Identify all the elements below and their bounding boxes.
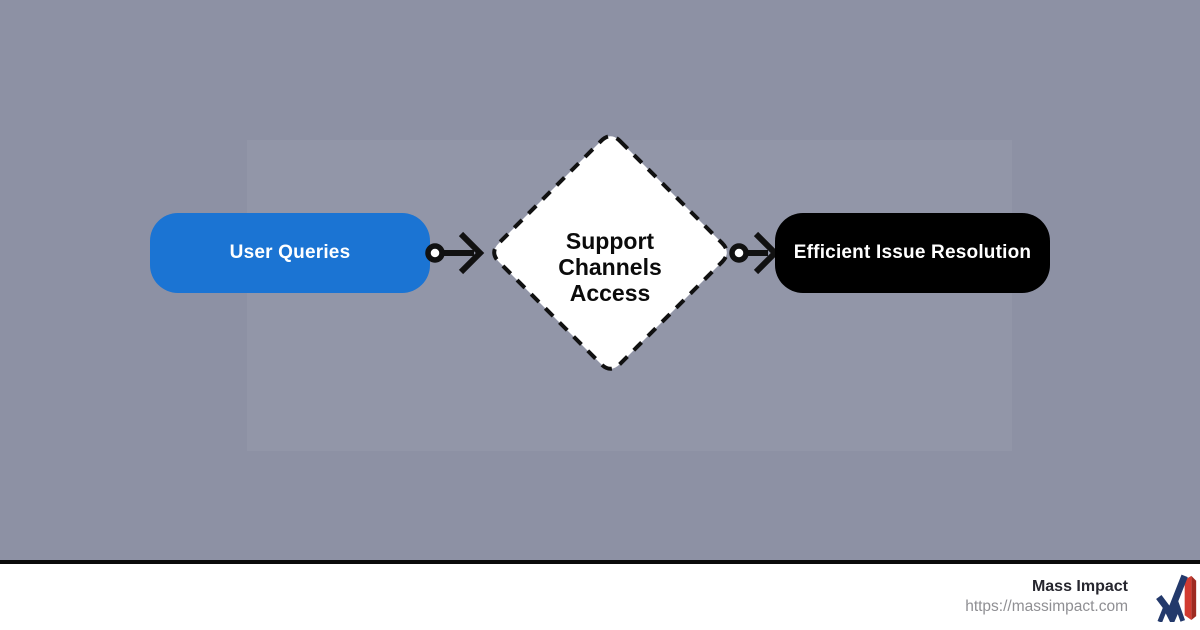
diamond-dashed-border xyxy=(492,134,729,371)
node-user-queries-label: User Queries xyxy=(229,242,351,263)
footer-text-block: Mass Impact https://massimpact.com xyxy=(965,578,1128,616)
logo-checkmark-icon xyxy=(1156,574,1188,620)
diamond-label-line-2: Channels xyxy=(558,254,662,280)
brand-url: https://massimpact.com xyxy=(965,598,1128,616)
node-efficient-issue-resolution: Efficient Issue Resolution xyxy=(775,213,1050,293)
node-user-queries: User Queries xyxy=(150,213,430,293)
logo-m-strokes xyxy=(1157,600,1186,622)
diamond-label-line-1: Support xyxy=(565,228,655,254)
node-support-channels-access: Support Channels Access xyxy=(479,122,741,384)
logo-red-bar xyxy=(1184,575,1192,620)
diamond-label-line-3: Access xyxy=(569,280,651,306)
footer: Mass Impact https://massimpact.com xyxy=(0,560,1200,630)
mass-impact-logo xyxy=(1156,574,1197,622)
brand-name: Mass Impact xyxy=(1031,577,1128,595)
diamond-shape xyxy=(492,134,729,371)
node-efficient-issue-resolution-label: Efficient Issue Resolution xyxy=(793,242,1032,263)
node-support-channels-access-label: Support Channels Access xyxy=(500,228,720,306)
logo-red-bar-side xyxy=(1191,575,1197,620)
